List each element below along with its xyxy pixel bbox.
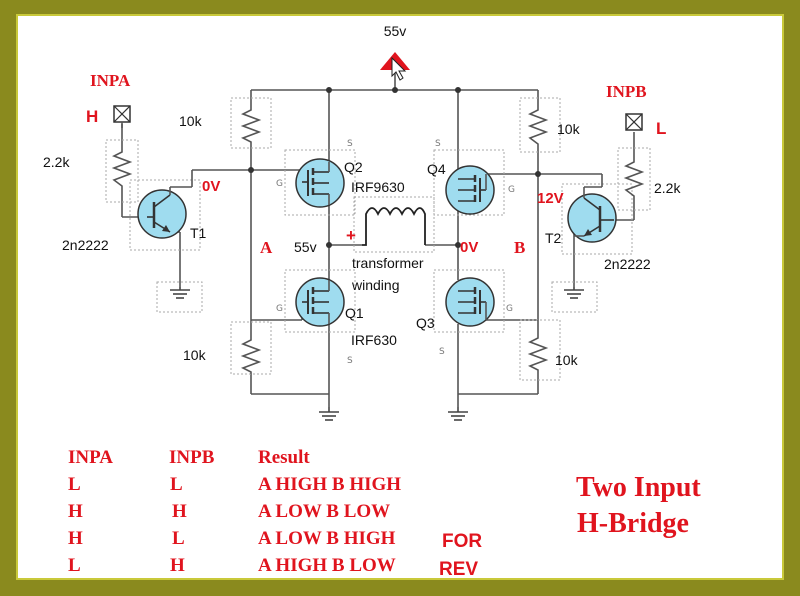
resistors xyxy=(111,102,645,374)
row-4-b: H xyxy=(170,555,185,576)
schematic-board: 55v xyxy=(16,14,784,580)
mouse-cursor-icon xyxy=(391,56,407,81)
t1-name: T1 xyxy=(190,225,207,241)
row-4-a: L xyxy=(68,555,81,576)
ground-icon xyxy=(319,407,339,421)
q4-name: Q4 xyxy=(427,161,446,177)
t1-part: 2n2222 xyxy=(62,237,109,253)
truth-table: INPA INPB Result L L A HIGH B HIGH H H A… xyxy=(68,447,482,578)
coil-icon xyxy=(362,207,426,246)
input-a-name: INPA xyxy=(90,71,131,90)
gate-a-voltage: 0V xyxy=(202,178,220,195)
resistor-pull-up-a xyxy=(240,102,262,147)
q2-gate-pin: G xyxy=(276,179,283,189)
input-b-state: L xyxy=(656,119,666,138)
junction-dot xyxy=(326,87,332,93)
supply-label: 55v xyxy=(384,23,407,39)
table-header-inpa: INPA xyxy=(68,447,113,468)
junction-dot xyxy=(455,87,461,93)
base-b-value: 2.2k xyxy=(654,180,681,196)
mosfet-q4 xyxy=(445,165,495,215)
q1-source-pin: S xyxy=(347,356,353,366)
q3-gate-pin: G xyxy=(506,304,513,314)
mosfet-q3 xyxy=(445,277,495,327)
gate-b-voltage: 12V xyxy=(537,190,564,207)
q3-source-pin: S xyxy=(439,347,445,357)
component-outlines xyxy=(105,97,651,381)
row-1-b: L xyxy=(170,474,183,495)
row-2-result: A LOW B LOW xyxy=(258,501,390,522)
input-a-state: H xyxy=(86,107,98,126)
row-3-b: L xyxy=(172,528,185,549)
title-line2: H-Bridge xyxy=(577,508,689,539)
row-4-note: REV xyxy=(439,559,478,578)
leg-b-label: B xyxy=(514,238,525,257)
table-header-result: Result xyxy=(258,447,310,468)
q1-name: Q1 xyxy=(345,305,364,321)
grounds xyxy=(170,287,584,421)
row-2-b: H xyxy=(172,501,187,522)
winding-plus-sign: + xyxy=(346,226,356,245)
base-a-value: 2.2k xyxy=(43,154,70,170)
q2-source-pin: S xyxy=(347,139,353,149)
resistor-pull-down-a xyxy=(240,332,262,374)
t2-part: 2n2222 xyxy=(604,256,651,272)
npn-transistor-icon xyxy=(137,189,187,239)
q1-part: IRF630 xyxy=(351,332,397,348)
junction-dot xyxy=(248,167,254,173)
row-3-note: FOR xyxy=(442,531,482,552)
transformer-winding xyxy=(362,207,426,246)
resistor-pull-down-b xyxy=(527,320,549,374)
t2-name: T2 xyxy=(545,230,562,246)
row-3-a: H xyxy=(68,528,83,549)
leg-b-voltage: 0V xyxy=(460,239,478,256)
transistor-t2 xyxy=(567,174,617,243)
table-header-inpb: INPB xyxy=(169,447,215,468)
q3-name: Q3 xyxy=(416,315,435,331)
ground-icon xyxy=(448,407,468,421)
pull-down-a-value: 10k xyxy=(183,347,207,363)
transistor-t1 xyxy=(137,170,193,239)
pull-up-b-value: 10k xyxy=(557,121,581,137)
q4-gate-pin: G xyxy=(508,185,515,195)
ground-icon xyxy=(564,287,584,299)
leg-a-voltage: 55v xyxy=(294,239,317,255)
resistor-base-a xyxy=(111,142,133,200)
mosfet-q1 xyxy=(295,277,345,327)
resistor-base-b xyxy=(623,152,645,207)
input-probe-a[interactable] xyxy=(113,105,131,128)
ground-icon xyxy=(170,287,190,299)
junction-dot xyxy=(392,87,398,93)
q1-gate-pin: G xyxy=(276,304,283,314)
q2-part: IRF9630 xyxy=(351,179,405,195)
schematic-svg: 55v xyxy=(43,23,701,578)
title-line1: Two Input xyxy=(576,472,701,503)
npn-transistor-icon xyxy=(567,193,617,243)
supply-terminal[interactable]: 55v xyxy=(380,23,410,81)
resistor-pull-up-b xyxy=(527,102,549,150)
row-2-a: H xyxy=(68,501,83,522)
pull-down-b-value: 10k xyxy=(555,352,579,368)
pull-up-a-value: 10k xyxy=(179,113,203,129)
input-b-name: INPB xyxy=(606,82,647,101)
junction-dot xyxy=(455,242,461,248)
q4-source-pin: S xyxy=(435,139,441,149)
row-4-result: A HIGH B LOW xyxy=(258,555,396,576)
junction-dot xyxy=(535,171,541,177)
leg-a-label: A xyxy=(260,238,273,257)
junction-dot xyxy=(326,242,332,248)
row-1-a: L xyxy=(68,474,81,495)
input-probe-b[interactable] xyxy=(625,113,643,131)
row-3-result: A LOW B HIGH xyxy=(258,528,396,549)
mosfet-q2 xyxy=(295,158,345,208)
q2-name: Q2 xyxy=(344,159,363,175)
load-label-line1: transformer xyxy=(352,255,424,271)
row-1-result: A HIGH B HIGH xyxy=(258,474,401,495)
load-label-line2: winding xyxy=(351,277,399,293)
